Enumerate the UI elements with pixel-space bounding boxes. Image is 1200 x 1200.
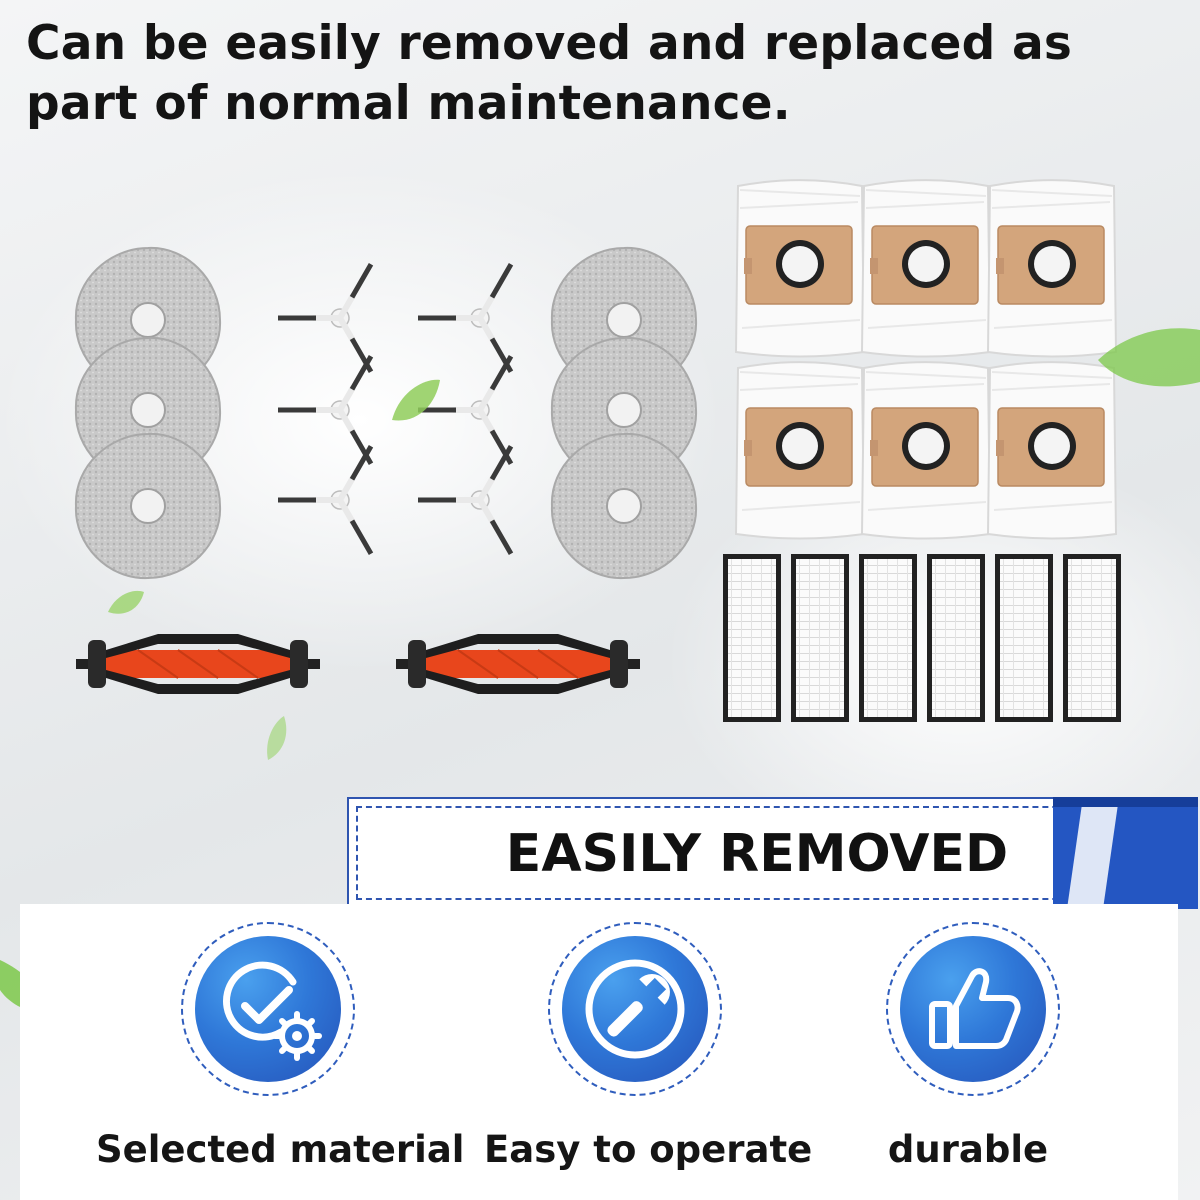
- dust-bag: [735, 179, 865, 358]
- hepa-filter: [927, 554, 985, 722]
- feature-label-durable: durable: [887, 1128, 1049, 1171]
- feature-durable: [858, 922, 1088, 1122]
- hepa-filter: [995, 554, 1053, 722]
- dust-bag: [861, 361, 991, 540]
- banner-frame: [347, 797, 1127, 909]
- feature-ring: [886, 922, 1060, 1096]
- feature-label-easy-to-operate: Easy to operate: [484, 1128, 813, 1171]
- side-brush: [418, 329, 558, 463]
- hepa-filter: [1063, 554, 1121, 722]
- banner-ribbon: [1053, 797, 1198, 909]
- check-gear-icon: [195, 936, 341, 1082]
- feature-easy-to-operate: [520, 922, 750, 1122]
- wrench-icon: [562, 936, 708, 1082]
- mop-pad: [74, 432, 222, 580]
- dust-bag: [987, 361, 1117, 540]
- side-brush: [278, 329, 418, 463]
- hepa-filter: [791, 554, 849, 722]
- leaf-decoration: [108, 590, 144, 614]
- side-brush: [418, 237, 558, 371]
- feature-selected-material: [153, 922, 383, 1122]
- feature-label-selected-material: Selected material: [96, 1128, 465, 1171]
- dust-bag: [861, 179, 991, 358]
- easily-removed-banner: EASILY REMOVED: [347, 797, 1198, 911]
- main-brush: [395, 633, 641, 695]
- feature-ring: [181, 922, 355, 1096]
- side-brush: [278, 419, 418, 553]
- leaf-decoration: [267, 716, 287, 760]
- headline: Can be easily removed and replaced as pa…: [26, 16, 1073, 131]
- dust-bag: [987, 179, 1117, 358]
- hepa-filter: [859, 554, 917, 722]
- side-brush: [418, 419, 558, 553]
- main-brush: [75, 633, 321, 695]
- feature-ring: [548, 922, 722, 1096]
- thumbs-up-icon: [900, 936, 1046, 1082]
- leaf-decoration: [392, 379, 440, 421]
- dust-bag: [735, 361, 865, 540]
- leaf-decoration: [1098, 328, 1200, 387]
- hepa-filter: [723, 554, 781, 722]
- mop-pad: [550, 432, 698, 580]
- banner-title: EASILY REMOVED: [505, 824, 1009, 884]
- side-brush: [278, 237, 418, 371]
